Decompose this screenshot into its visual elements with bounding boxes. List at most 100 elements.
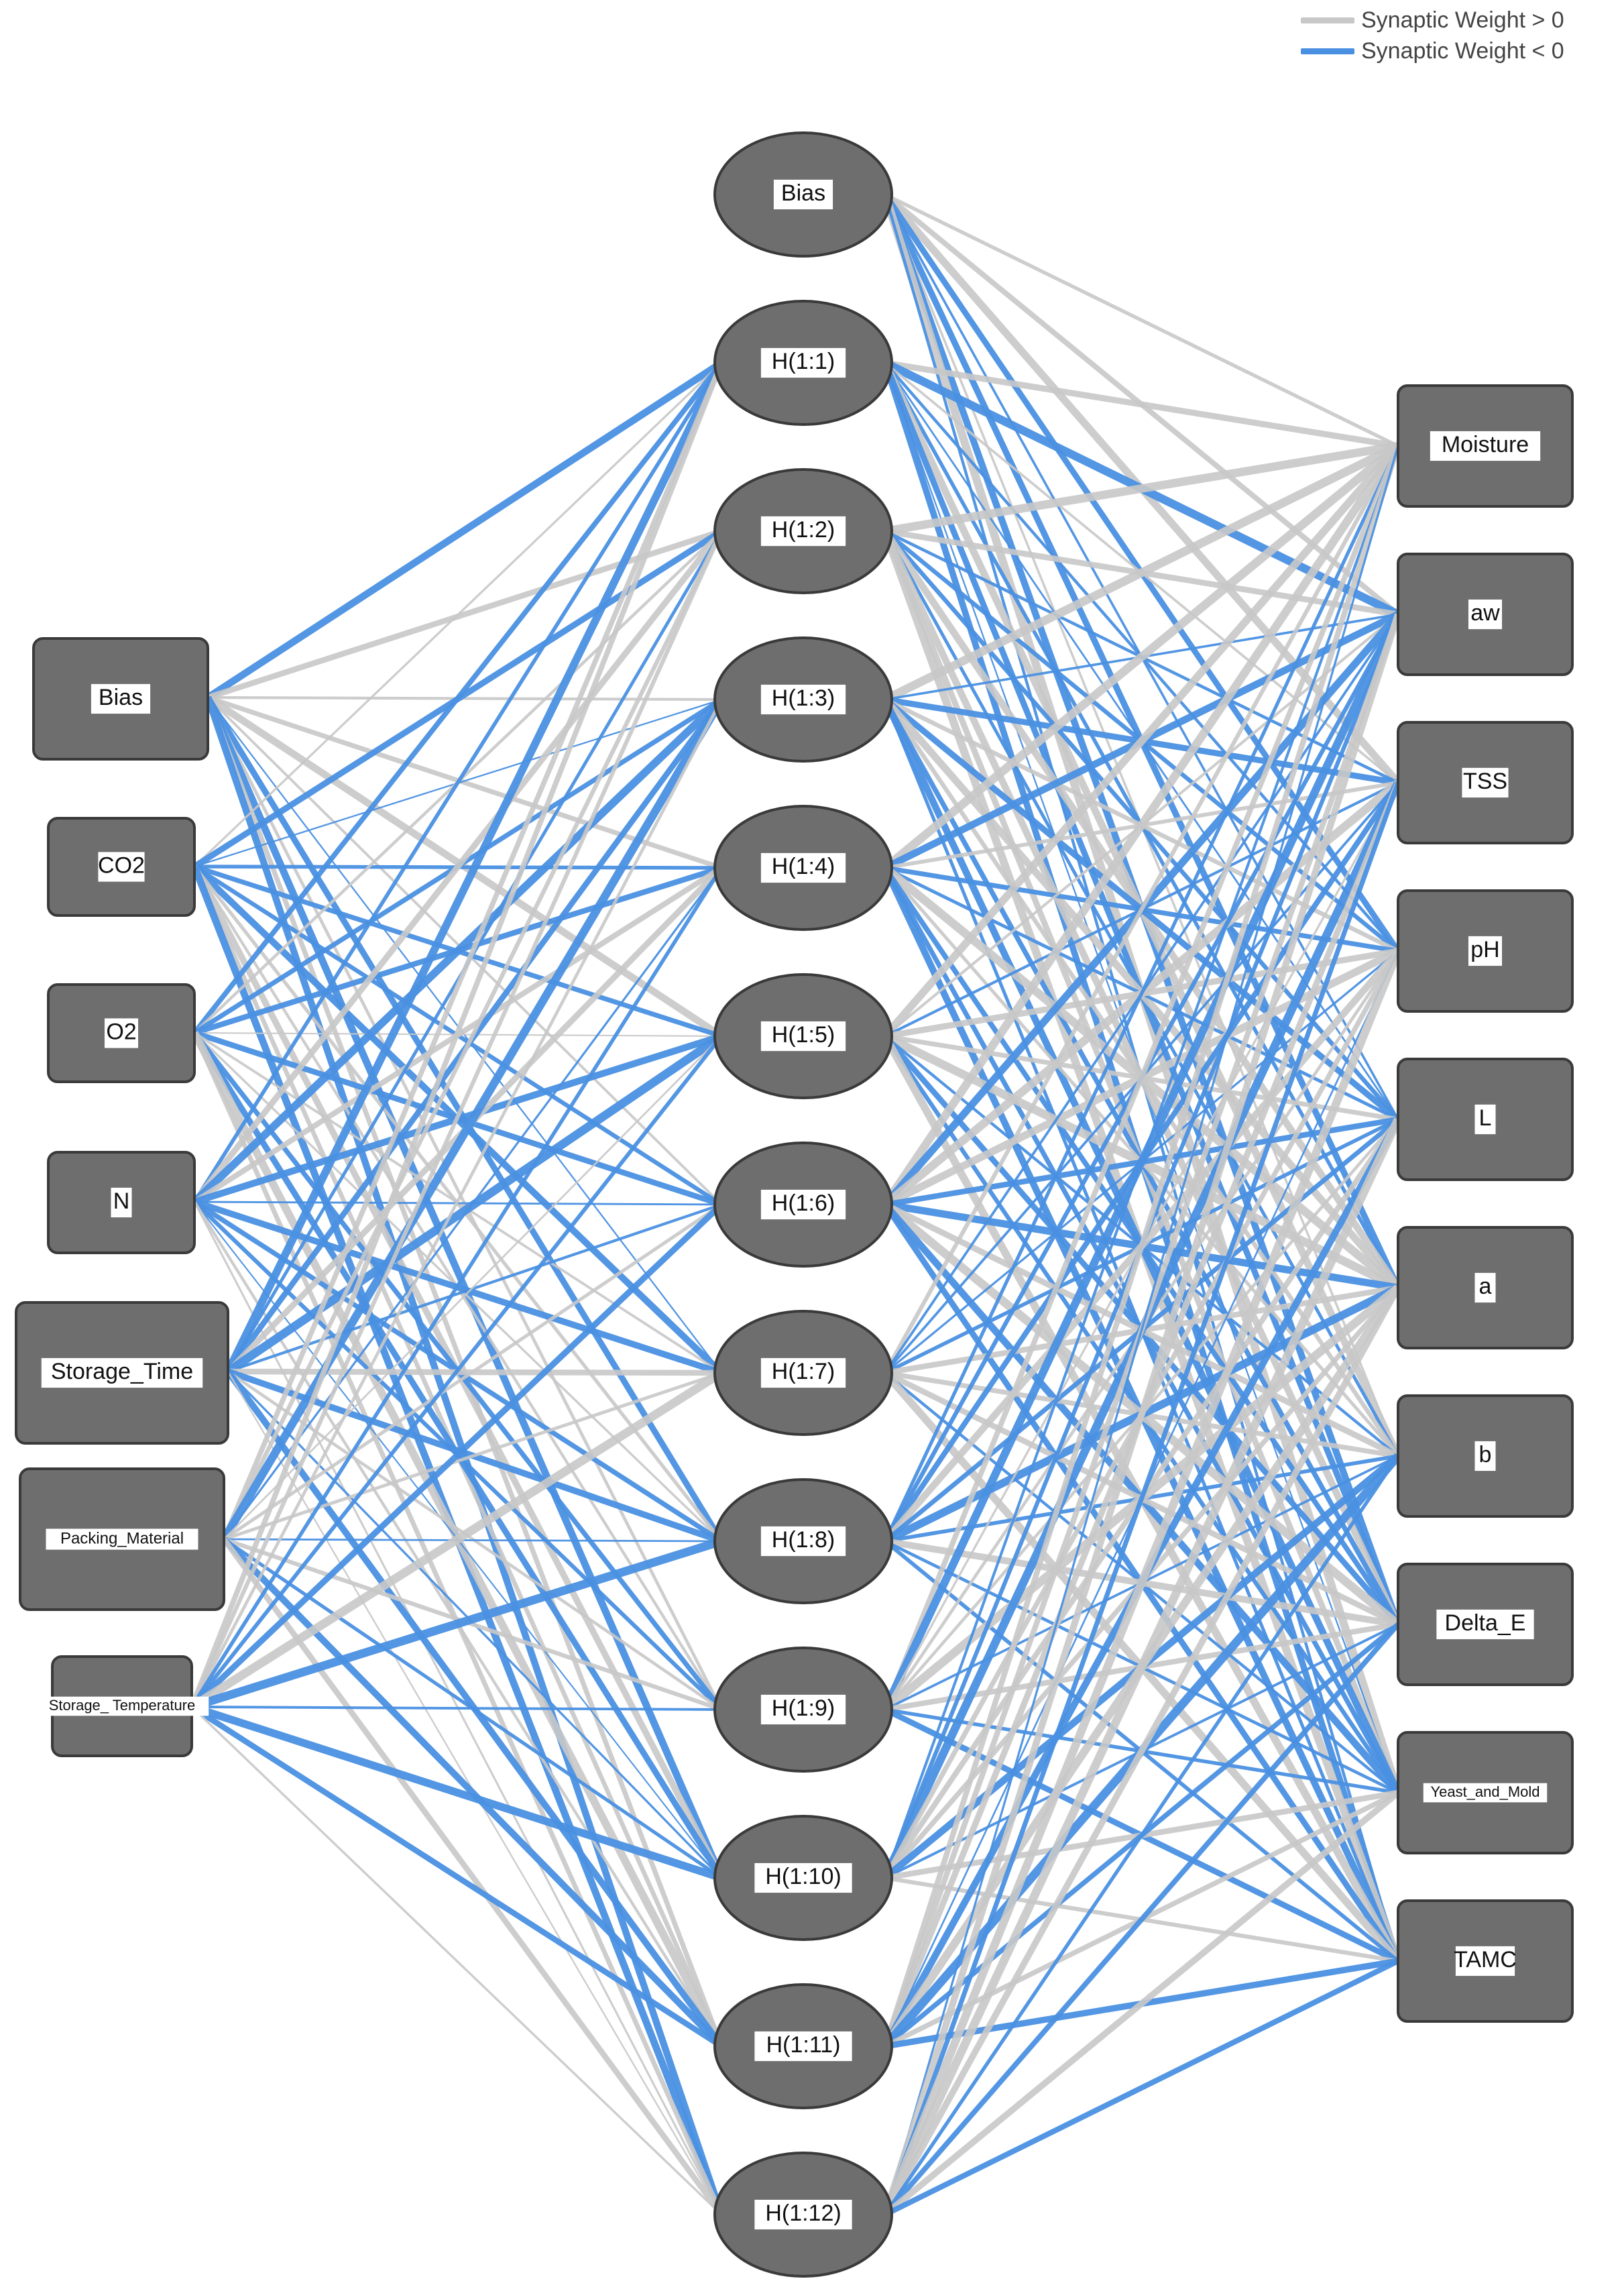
- hidden-node-label-bg: [754, 2031, 852, 2062]
- legend-negative-label: Synaptic Weight < 0: [1361, 38, 1564, 64]
- hidden-node-label: H(1:4): [772, 854, 835, 879]
- hidden-node-label-bg: [760, 516, 846, 547]
- hidden-output-weight: [882, 781, 1401, 2216]
- hidden-output-weight: [882, 445, 1401, 1711]
- hidden-output-weight: [882, 613, 1401, 2216]
- input-hidden-weight: [193, 361, 723, 868]
- output-node-label-bg: [1474, 1441, 1496, 1471]
- hidden-output-weight: [884, 359, 1399, 449]
- input-hidden-weight: [190, 698, 723, 1708]
- output-node-label: TSS: [1463, 769, 1507, 794]
- hidden-node-label-bg: [760, 1694, 846, 1725]
- input-hidden-weight: [227, 1203, 722, 1373]
- hidden-node-label-bg: [754, 1862, 852, 1893]
- input-hidden-weight: [191, 1706, 722, 1711]
- output-node-label: pH: [1470, 937, 1499, 962]
- hidden-output-weight: [884, 445, 1399, 1879]
- output-node-label-bg: [1423, 1783, 1548, 1803]
- input-hidden-weight: [192, 529, 724, 1204]
- input-node-label: CO2: [98, 852, 145, 878]
- hidden-node-label-bg: [760, 1021, 846, 1052]
- output-node-label-bg: [1455, 1946, 1515, 1976]
- output-node-label: a: [1479, 1274, 1492, 1299]
- input-hidden-weight: [225, 1032, 724, 1376]
- input-hidden-weight: [189, 1369, 724, 1711]
- hidden-node-label-bg: [760, 852, 846, 883]
- hidden-node-label: H(1:5): [772, 1022, 835, 1048]
- input-node-label-bg: [104, 1018, 139, 1048]
- input-node-label: Packing_Material: [60, 1529, 184, 1547]
- hidden-output-weight: [883, 445, 1400, 1543]
- output-node-label-bg: [1474, 1272, 1496, 1303]
- output-node-label: Yeast_and_Mold: [1430, 1783, 1540, 1800]
- hidden-node-label: H(1:11): [766, 2032, 841, 2058]
- hidden-node-label-bg: [760, 1526, 846, 1557]
- input-node-label-bg: [91, 683, 151, 714]
- input-hidden-weight: [190, 1703, 723, 1882]
- hidden-node-label: Bias: [781, 180, 825, 206]
- hidden-output-weight: [884, 441, 1399, 536]
- input-hidden-weight: [220, 697, 726, 1542]
- hidden-output-weight: [881, 443, 1402, 1207]
- output-node-label-bg: [1462, 767, 1509, 798]
- output-node-label-bg: [1436, 1609, 1534, 1640]
- input-hidden-weight: [192, 361, 723, 1203]
- output-node-label-bg: [1468, 599, 1503, 630]
- hidden-node-label: H(1:8): [772, 1527, 835, 1553]
- input-hidden-weight: [206, 359, 723, 701]
- hidden-output-weight: [882, 445, 1401, 2048]
- hidden-node-label: H(1:2): [772, 517, 835, 543]
- hidden-output-weight: [882, 1286, 1401, 2217]
- positive-weight-swatch: [1301, 17, 1354, 23]
- output-node-label: TAMC: [1454, 1947, 1517, 1972]
- input-hidden-weight: [190, 1035, 723, 1708]
- hidden-output-weight: [883, 445, 1400, 1374]
- input-hidden-weight: [190, 867, 723, 1708]
- hidden-output-weight: [881, 949, 1402, 2217]
- input-hidden-weight: [190, 1537, 723, 1712]
- legend: Synaptic Weight > 0 Synaptic Weight < 0: [1301, 4, 1616, 64]
- negative-weight-swatch: [1301, 48, 1354, 54]
- output-node-label-bg: [1474, 1104, 1496, 1135]
- hidden-output-weight: [884, 1958, 1399, 2217]
- input-node-label: N: [113, 1188, 130, 1214]
- legend-positive-label: Synaptic Weight > 0: [1361, 7, 1564, 33]
- input-node-label-bg: [41, 1357, 203, 1388]
- input-hidden-weight: [222, 530, 723, 1541]
- hidden-output-weight: [883, 1455, 1400, 2216]
- hidden-node-label: H(1:10): [765, 1864, 841, 1889]
- input-hidden-weight: [191, 696, 725, 1205]
- input-node-label-bg: [111, 1187, 132, 1218]
- input-hidden-weight: [221, 1537, 724, 2049]
- hidden-output-weight: [884, 192, 1399, 448]
- input-hidden-weight: [224, 361, 726, 1374]
- hidden-node-label: H(1:7): [772, 1359, 835, 1384]
- hidden-output-weight: [881, 1117, 1402, 2217]
- input-node-label-bg: [98, 852, 145, 882]
- hidden-output-weight: [882, 443, 1401, 871]
- output-node-label: b: [1479, 1442, 1492, 1467]
- hidden-output-weight: [883, 1622, 1400, 2217]
- input-node-label: Storage_Time: [51, 1359, 193, 1384]
- hidden-node-label-bg: [760, 1357, 846, 1388]
- input-hidden-weight: [223, 867, 723, 1540]
- synaptic-connections: [189, 192, 1402, 2217]
- output-node-label-bg: [1468, 936, 1503, 966]
- output-node-label: Moisture: [1442, 432, 1529, 457]
- input-hidden-weight: [192, 361, 724, 1035]
- hidden-node-label: H(1:6): [772, 1190, 835, 1216]
- input-node-label-bg: [35, 1696, 209, 1716]
- input-hidden-weight: [207, 695, 723, 871]
- legend-negative: Synaptic Weight < 0: [1301, 38, 1564, 64]
- output-node-label: L: [1479, 1105, 1492, 1131]
- input-hidden-weight: [223, 1537, 723, 1712]
- input-hidden-weight: [190, 1706, 723, 2216]
- input-hidden-weight: [189, 1202, 724, 1710]
- output-node-label: aw: [1470, 600, 1500, 626]
- hidden-node-label-bg: [760, 347, 846, 378]
- input-hidden-weight: [223, 1203, 723, 1541]
- input-hidden-weight: [223, 1371, 722, 1541]
- hidden-output-weight: [884, 445, 1399, 2215]
- input-hidden-weight: [221, 361, 724, 1541]
